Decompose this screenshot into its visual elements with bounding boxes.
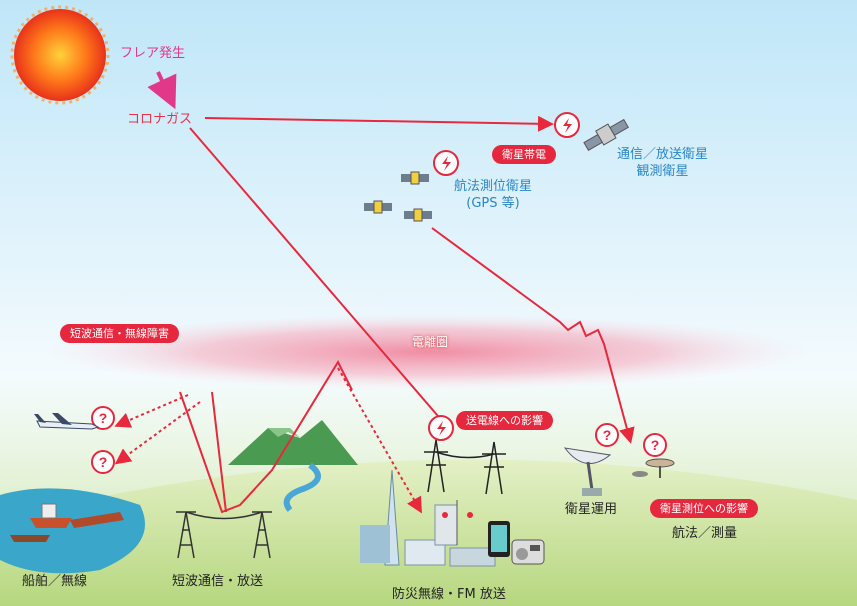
smartphone-icon bbox=[488, 521, 510, 557]
positioning-effect-badge: 衛星測位への影響 bbox=[650, 499, 758, 518]
corona-label: コロナガス bbox=[127, 112, 193, 127]
svg-text:?: ? bbox=[651, 437, 660, 453]
gps-line2: (GPS 等) bbox=[466, 196, 520, 211]
question-icon: ? bbox=[643, 433, 667, 457]
sea bbox=[0, 488, 145, 574]
warning-icon bbox=[428, 415, 454, 441]
satellite-icon bbox=[583, 118, 629, 152]
gps-signal-line bbox=[431, 227, 635, 444]
powerline-effect-badge: 送電線への影響 bbox=[456, 411, 553, 430]
shortwave-obstacle-badge: 短波通信・無線障害 bbox=[60, 324, 179, 343]
svg-text:?: ? bbox=[99, 410, 108, 426]
satellite-icon bbox=[404, 208, 432, 222]
gps-line1: 航法測位衛星 bbox=[454, 179, 533, 194]
navigation-survey-label: 航法／測量 bbox=[672, 526, 738, 541]
svg-text:?: ? bbox=[603, 427, 612, 443]
airplane-icon bbox=[34, 413, 100, 430]
pylon-icon bbox=[424, 439, 506, 495]
sun-icon bbox=[10, 5, 110, 105]
flare-label: フレア発生 bbox=[120, 46, 186, 61]
satellite-charging-badge: 衛星帯電 bbox=[492, 145, 556, 164]
corona-to-satellite-arrow bbox=[204, 115, 554, 132]
ship-icon bbox=[10, 503, 124, 542]
satellite-operation-label: 衛星運用 bbox=[565, 502, 618, 517]
comm-satellite-line2: 観測衛星 bbox=[636, 164, 689, 179]
antenna-tower-icon bbox=[176, 511, 272, 559]
flare-arrow bbox=[147, 71, 177, 110]
radio-icon bbox=[511, 539, 545, 565]
shortwave-broadcast-label: 短波通信・放送 bbox=[172, 574, 264, 589]
shortwave-ray bbox=[179, 359, 353, 514]
dish-antenna-icon bbox=[563, 447, 612, 496]
question-icon: ? bbox=[91, 406, 115, 430]
city-icon bbox=[360, 469, 496, 567]
question-icon: ? bbox=[91, 450, 115, 474]
comm-satellite-label: 通信／放送衛星 観測衛星 bbox=[617, 146, 708, 180]
dotted-ray-ship bbox=[114, 401, 201, 465]
comm-satellite-line1: 通信／放送衛星 bbox=[617, 147, 709, 162]
ship-radio-label: 船舶／無線 bbox=[22, 574, 88, 589]
gps-satellite-label: 航法測位衛星 (GPS 等) bbox=[454, 178, 532, 212]
svg-text:?: ? bbox=[99, 454, 108, 470]
mountain bbox=[228, 420, 358, 465]
ionosphere-band bbox=[48, 314, 808, 390]
question-icon: ? bbox=[595, 423, 619, 447]
satellite-icon bbox=[401, 171, 429, 185]
warning-icon bbox=[554, 112, 580, 138]
ground bbox=[0, 459, 857, 606]
navigation-station-icon bbox=[632, 458, 675, 478]
disaster-radio-fm-label: 防災無線・FM 放送 bbox=[392, 587, 506, 602]
warning-icon bbox=[433, 150, 459, 176]
ionosphere-label: 電離圏 bbox=[412, 335, 449, 349]
satellite-icon bbox=[364, 200, 392, 214]
corona-to-powerline-line bbox=[189, 127, 451, 431]
dotted-ray-plane bbox=[114, 394, 189, 428]
